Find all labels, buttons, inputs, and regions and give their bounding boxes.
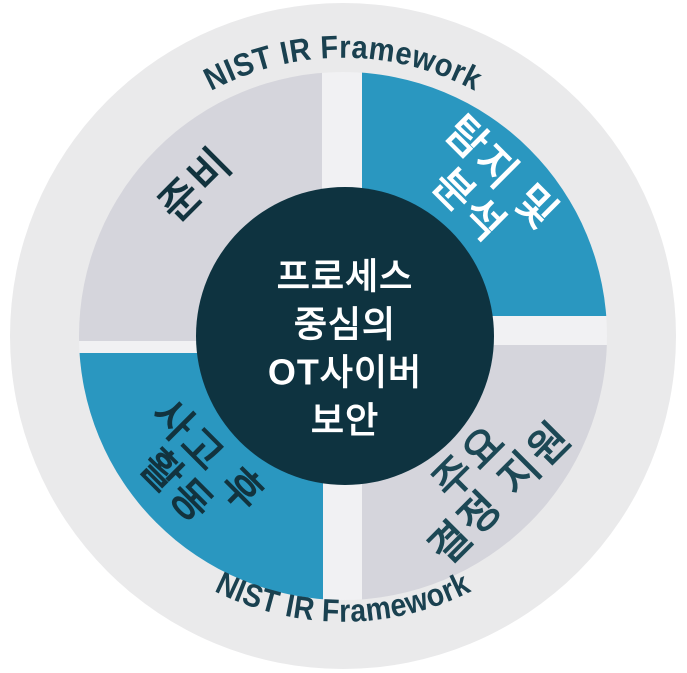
center-title: 프로세스 중심의 OT사이버 보안 bbox=[268, 256, 422, 441]
center-title-line: OT사이버 bbox=[268, 352, 422, 393]
center-title-line: 중심의 bbox=[294, 304, 396, 345]
center-title-line: 보안 bbox=[311, 400, 379, 441]
center-title-line: 프로세스 bbox=[277, 256, 413, 297]
center-circle bbox=[196, 187, 494, 485]
